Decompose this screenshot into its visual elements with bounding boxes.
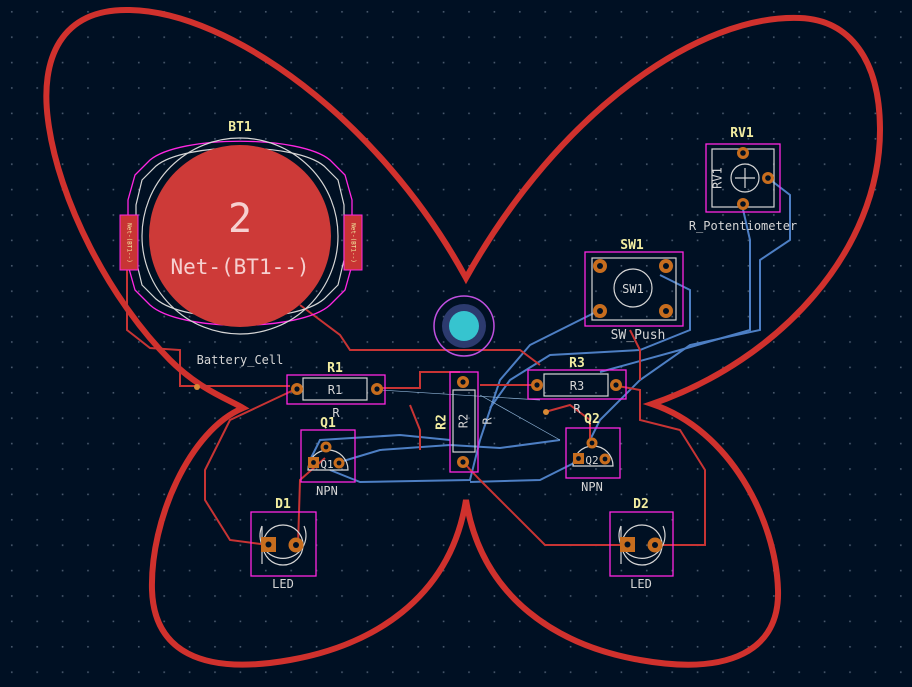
r1-reference: R1 <box>327 361 343 376</box>
r2-silk-reference: R2 <box>457 414 471 428</box>
r3-reference: R3 <box>569 356 585 371</box>
d2-value: LED <box>630 577 652 591</box>
bt1-net-number: 2 <box>228 196 252 242</box>
rv1-silk-reference: RV1 <box>711 167 725 189</box>
bt1-side-pad-left[interactable] <box>119 214 139 271</box>
q1-silk-reference: Q1 <box>320 458 333 471</box>
bt1-side-pad-right-label: Net-(BT1--) <box>350 223 357 263</box>
bt1-side-pad-left-label: Net-(BT1--) <box>126 223 133 263</box>
board-outline <box>43 6 884 668</box>
footprint-r2[interactable]: R2 R2 R <box>435 371 495 473</box>
rv1-reference: RV1 <box>730 126 754 141</box>
q1-reference: Q1 <box>320 416 336 431</box>
bt1-reference: BT1 <box>228 120 252 135</box>
footprint-q2[interactable]: Q2 Q2 NPN <box>565 412 621 494</box>
r3-value: R <box>573 402 581 416</box>
d1-reference: D1 <box>275 497 291 512</box>
r1-value: R <box>332 406 340 420</box>
ratsnest <box>379 389 561 441</box>
footprint-d2[interactable]: D2 LED <box>609 497 674 591</box>
bt1-side-pad-right[interactable] <box>343 214 363 271</box>
d1-value: LED <box>272 577 294 591</box>
footprint-r3[interactable]: R3 R3 R <box>527 356 627 416</box>
via <box>543 409 549 415</box>
mounting-hole[interactable] <box>433 295 495 357</box>
footprint-rv1[interactable]: RV1 RV1 R_Potentiometer <box>689 126 797 233</box>
sw1-reference: SW1 <box>620 238 644 253</box>
q1-value: NPN <box>316 484 338 498</box>
d2-reference: D2 <box>633 497 649 512</box>
r1-silk-reference: R1 <box>328 383 342 397</box>
r3-silk-reference: R3 <box>570 379 584 393</box>
footprint-sw1[interactable]: SW1 SW1 SW_Push <box>584 238 684 343</box>
q2-silk-reference: Q2 <box>585 454 598 467</box>
footprint-q1[interactable]: Q1 Q1 NPN <box>300 416 356 498</box>
via <box>194 384 200 390</box>
bt1-value: Battery_Cell <box>197 353 284 367</box>
footprint-d1[interactable]: D1 LED <box>250 497 317 591</box>
r2-value: R <box>481 417 495 425</box>
bt1-positive-pad[interactable] <box>149 145 331 327</box>
sw1-value: SW_Push <box>611 328 666 343</box>
q2-reference: Q2 <box>584 412 600 427</box>
q2-value: NPN <box>581 480 603 494</box>
r2-reference: R2 <box>435 414 450 430</box>
footprint-r1[interactable]: R1 R1 R <box>286 361 386 420</box>
bt1-net-name: Net-(BT1--) <box>170 255 309 279</box>
footprint-bt1[interactable]: Net-(BT1--) Net-(BT1--) 2 Net-(BT1--) BT… <box>119 120 363 367</box>
rv1-value: R_Potentiometer <box>689 219 797 233</box>
sw1-silk-reference: SW1 <box>622 282 644 296</box>
